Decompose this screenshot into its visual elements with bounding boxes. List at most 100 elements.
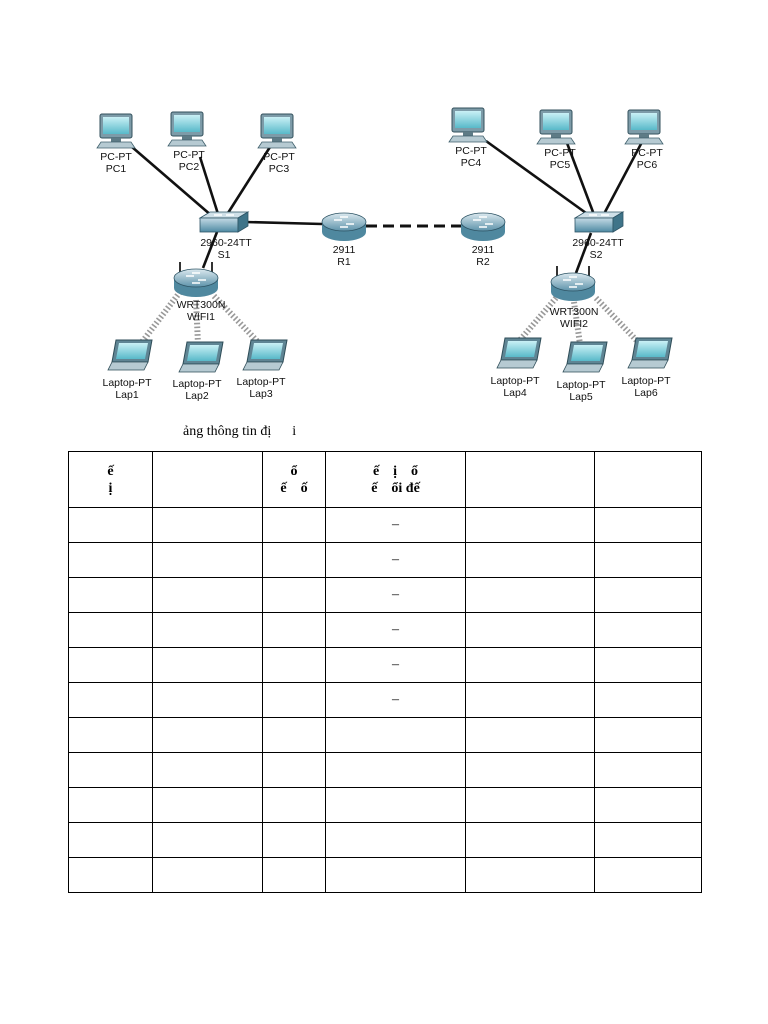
table-cell[interactable] <box>594 682 702 718</box>
table-cell[interactable] <box>465 787 595 823</box>
table-row <box>68 857 702 893</box>
table-cell[interactable] <box>262 717 326 753</box>
table-cell[interactable] <box>325 717 466 753</box>
table-cell[interactable] <box>68 822 153 858</box>
table-cell[interactable] <box>465 822 595 858</box>
table-cell[interactable] <box>152 647 263 683</box>
table-cell[interactable] <box>594 507 702 543</box>
wireless-router-icon[interactable] <box>550 266 596 301</box>
pc4-type-label: PC-PT <box>455 145 487 157</box>
table-cell[interactable] <box>325 822 466 858</box>
lap1-name-label: Lap1 <box>115 389 139 401</box>
table-cell[interactable] <box>152 612 263 648</box>
table-cell[interactable] <box>594 787 702 823</box>
table-cell[interactable] <box>152 507 263 543</box>
table-cell[interactable] <box>465 682 595 718</box>
wireless-router-icon[interactable] <box>173 262 219 297</box>
pc-pt-icon[interactable] <box>448 107 488 143</box>
table-cell[interactable]: – <box>325 577 466 613</box>
table-cell[interactable] <box>68 857 153 893</box>
table-cell[interactable] <box>325 752 466 788</box>
table-cell[interactable] <box>465 717 595 753</box>
table-cell[interactable] <box>465 542 595 578</box>
table-cell[interactable] <box>152 822 263 858</box>
table-cell[interactable] <box>465 577 595 613</box>
table-cell[interactable] <box>152 787 263 823</box>
table-cell[interactable] <box>152 577 263 613</box>
table-cell[interactable] <box>68 717 153 753</box>
table-cell[interactable] <box>465 752 595 788</box>
table-cell[interactable] <box>152 682 263 718</box>
table-cell[interactable] <box>262 822 326 858</box>
device-labels: PC-PT PC1 PC-PT PC2 PC-PT PC3 PC-PT PC4 … <box>100 145 671 403</box>
table-cell[interactable] <box>152 752 263 788</box>
table-cell[interactable] <box>68 752 153 788</box>
table-cell[interactable] <box>262 682 326 718</box>
table-cell[interactable] <box>594 577 702 613</box>
table-cell[interactable]: – <box>325 682 466 718</box>
pc-pt-icon[interactable] <box>257 113 297 149</box>
table-cell[interactable] <box>68 612 153 648</box>
table-cell[interactable] <box>465 612 595 648</box>
table-cell[interactable] <box>262 857 326 893</box>
table-cell[interactable] <box>68 647 153 683</box>
pc-pt-icon[interactable] <box>96 113 136 149</box>
link-pc5-s2 <box>565 142 595 213</box>
table-cell[interactable] <box>262 752 326 788</box>
pc-pt-icon[interactable] <box>624 109 664 145</box>
table-row <box>68 717 702 753</box>
table-cell[interactable] <box>262 612 326 648</box>
r2-name-label: R2 <box>476 256 490 268</box>
pc-pt-icon[interactable] <box>167 111 207 147</box>
table-cell[interactable] <box>262 647 326 683</box>
laptop-icon[interactable] <box>242 339 288 371</box>
table-cell[interactable] <box>594 717 702 753</box>
table-cell[interactable] <box>465 507 595 543</box>
laptop-icon[interactable] <box>178 341 224 373</box>
table-header-row: ế ị ổ ế ố ế ị ổ ế ổi đế <box>68 451 702 508</box>
table-cell[interactable] <box>325 857 466 893</box>
table-cell[interactable]: – <box>325 612 466 648</box>
table-cell[interactable] <box>152 857 263 893</box>
table-cell[interactable] <box>594 647 702 683</box>
table-cell[interactable] <box>594 822 702 858</box>
wired-links <box>131 139 644 274</box>
table-cell[interactable] <box>262 507 326 543</box>
pc-pt-icon[interactable] <box>536 109 576 145</box>
laptop-icon[interactable] <box>496 337 542 369</box>
table-cell[interactable] <box>152 717 263 753</box>
table-cell[interactable] <box>465 857 595 893</box>
table-cell[interactable]: – <box>325 647 466 683</box>
pc5-type-label: PC-PT <box>544 147 576 159</box>
laptop-icon[interactable] <box>107 339 153 371</box>
table-cell[interactable] <box>594 542 702 578</box>
switch-icon[interactable] <box>573 211 625 233</box>
table-cell[interactable] <box>594 857 702 893</box>
network-topology-diagram: PC-PT PC1 PC-PT PC2 PC-PT PC3 PC-PT PC4 … <box>96 107 673 403</box>
table-cell[interactable] <box>262 577 326 613</box>
router-icon[interactable] <box>460 212 506 241</box>
table-cell[interactable]: – <box>325 507 466 543</box>
table-cell[interactable] <box>465 647 595 683</box>
table-cell[interactable] <box>594 752 702 788</box>
wireless-links <box>139 290 643 347</box>
header-cell <box>152 451 263 508</box>
table-cell[interactable] <box>68 787 153 823</box>
table-cell[interactable] <box>262 787 326 823</box>
table-cell[interactable] <box>152 542 263 578</box>
lap2-name-label: Lap2 <box>185 390 209 402</box>
laptop-icon[interactable] <box>562 341 608 373</box>
s1-name-label: S1 <box>218 249 231 261</box>
table-cell[interactable] <box>262 542 326 578</box>
table-cell[interactable] <box>68 507 153 543</box>
table-cell[interactable] <box>68 542 153 578</box>
router-icon[interactable] <box>321 212 367 241</box>
switch-icon[interactable] <box>198 211 250 233</box>
table-cell[interactable] <box>68 682 153 718</box>
table-cell[interactable] <box>68 577 153 613</box>
laptop-icon[interactable] <box>627 337 673 369</box>
table-cell[interactable] <box>325 787 466 823</box>
table-cell[interactable] <box>594 612 702 648</box>
table-body: –––––– <box>68 507 702 893</box>
table-cell[interactable]: – <box>325 542 466 578</box>
